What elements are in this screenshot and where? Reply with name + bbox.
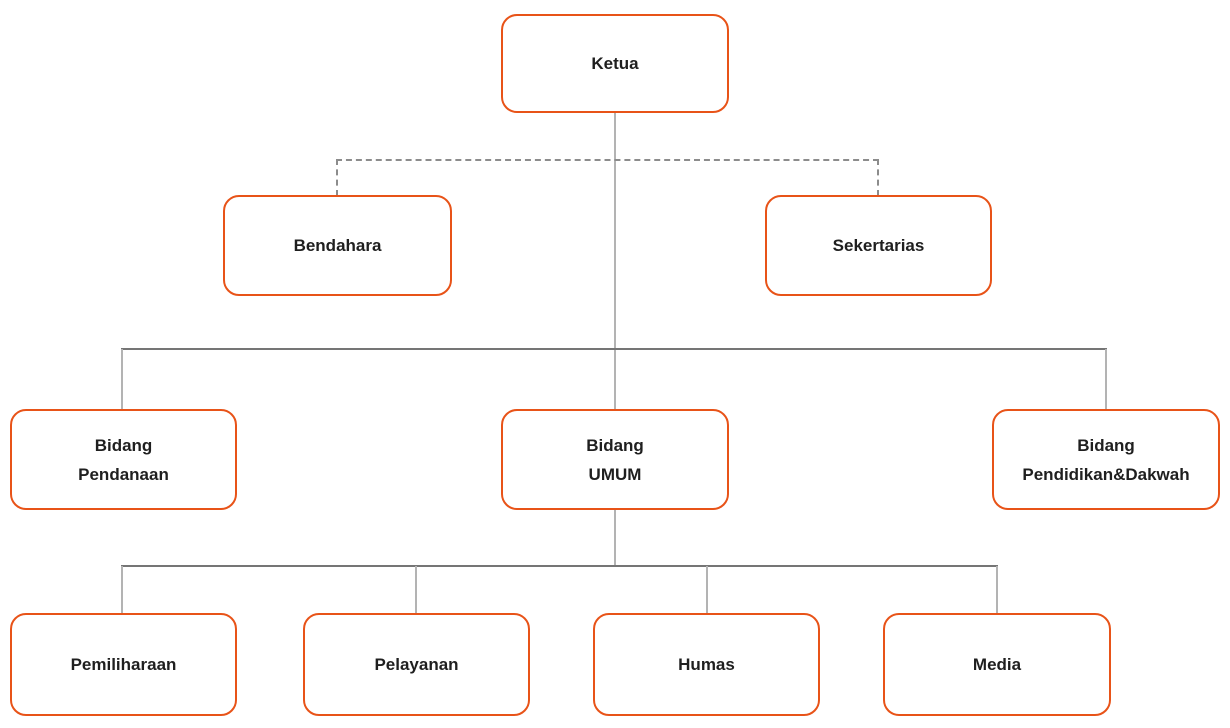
node-bendahara-label: Bendahara [293,236,382,255]
connector-level4-horizontal [121,565,998,567]
node-bidang-pendanaan-label: Bidang Pendanaan [78,435,169,484]
node-sekertarias: Sekertarias [765,195,992,296]
connector-humas-vertical [706,566,708,614]
node-pemiliharaan-label: Pemiliharaan [70,655,177,674]
node-bidang-pendanaan: Bidang Pendanaan [10,409,237,510]
node-bidang-pendidikan-dakwah-label: Bidang Pendidikan&Dakwah [1022,435,1190,484]
node-pelayanan: Pelayanan [303,613,530,716]
node-bendahara: Bendahara [223,195,452,296]
connector-bendahara-dashed-vertical [336,159,338,196]
connector-media-vertical [996,566,998,614]
connector-pelayanan-vertical [415,566,417,614]
node-ketua-label: Ketua [591,54,639,73]
connector-pemiliharaan-vertical [121,566,123,614]
connector-staff-dashed-horizontal [336,159,879,161]
node-bidang-umum-label: Bidang UMUM [586,435,644,484]
node-media: Media [883,613,1111,716]
node-humas: Humas [593,613,820,716]
connector-umum-down-vertical [614,510,616,567]
connector-pendanaan-vertical [121,349,123,410]
node-sekertarias-label: Sekertarias [832,236,925,255]
node-pelayanan-label: Pelayanan [374,655,459,674]
connector-ketua-vertical [614,113,616,410]
connector-pendidikan-vertical [1105,349,1107,410]
node-humas-label: Humas [678,655,735,674]
node-media-label: Media [972,655,1022,674]
connector-sekertarias-dashed-vertical [877,159,879,196]
node-bidang-pendidikan-dakwah: Bidang Pendidikan&Dakwah [992,409,1220,510]
node-bidang-umum: Bidang UMUM [501,409,729,510]
connector-level3-horizontal [121,348,1107,350]
node-pemiliharaan: Pemiliharaan [10,613,237,716]
node-ketua: Ketua [501,14,729,113]
